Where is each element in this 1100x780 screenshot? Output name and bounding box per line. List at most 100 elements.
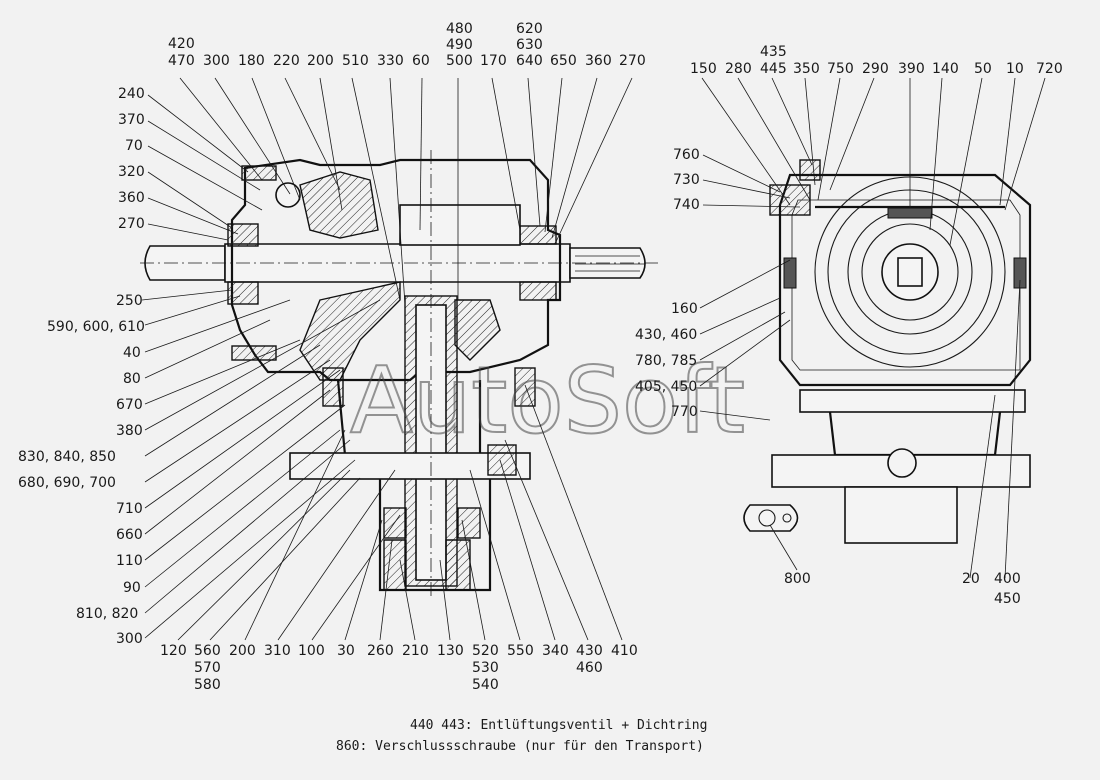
label-480: 480	[446, 21, 473, 37]
label-300: 300	[203, 53, 230, 69]
label-160: 160	[671, 301, 698, 317]
bolt-top-left	[241, 165, 277, 181]
label-460: 460	[576, 660, 603, 676]
left-bearing-lower	[227, 281, 259, 305]
left-top-labels: 420 470 300 180 220 200 510 330 60 480 4…	[168, 21, 646, 69]
label-620: 620	[516, 21, 543, 37]
label-70: 70	[125, 138, 143, 154]
label-370: 370	[118, 112, 145, 128]
label-640: 640	[516, 53, 543, 69]
label-510: 510	[342, 53, 369, 69]
right-end-view	[743, 159, 1032, 544]
gearbox-housing	[230, 158, 562, 382]
label-740: 740	[673, 197, 700, 213]
label-220: 220	[273, 53, 300, 69]
label-240: 240	[118, 86, 145, 102]
watermark: AutoSoft	[350, 347, 745, 454]
label-430-460: 430, 460	[635, 327, 697, 343]
label-30: 30	[337, 643, 355, 659]
label-450: 450	[994, 591, 1021, 607]
output-hub	[378, 479, 492, 592]
label-560: 560	[194, 643, 221, 659]
label-400: 400	[994, 571, 1021, 587]
label-490: 490	[446, 37, 473, 53]
top-cap-bolt	[799, 159, 821, 181]
label-270: 270	[619, 53, 646, 69]
label-280: 280	[725, 61, 752, 77]
left-bearing-upper	[227, 223, 259, 247]
lower-bearing-right	[457, 507, 481, 539]
label-500: 500	[446, 53, 473, 69]
label-590-600-610: 590, 600, 610	[47, 319, 145, 335]
label-320: 320	[118, 164, 145, 180]
label-670: 670	[116, 397, 143, 413]
lower-body	[828, 411, 1002, 457]
label-260: 260	[367, 643, 394, 659]
label-40: 40	[123, 345, 141, 361]
label-270-left: 270	[118, 216, 145, 232]
flange-plug	[887, 448, 917, 478]
label-60: 60	[412, 53, 430, 69]
label-360-left: 360	[118, 190, 145, 206]
label-445: 445	[760, 61, 787, 77]
label-310: 310	[264, 643, 291, 659]
label-570: 570	[194, 660, 221, 676]
input-shaft-left-end	[144, 245, 226, 281]
label-10: 10	[1006, 61, 1024, 77]
side-bolt-right	[514, 367, 536, 407]
label-530: 530	[472, 660, 499, 676]
left-section-view	[140, 150, 660, 600]
label-770: 770	[671, 404, 698, 420]
label-750: 750	[827, 61, 854, 77]
label-660: 660	[116, 527, 143, 543]
label-90: 90	[123, 580, 141, 596]
label-130: 130	[437, 643, 464, 659]
note-vent-valve: 440 443: Entlüftungsventil + Dichtring	[410, 718, 707, 733]
left-leader-lines	[141, 77, 633, 641]
side-bolt-left	[322, 367, 344, 407]
label-250: 250	[116, 293, 143, 309]
side-pin-left	[783, 257, 797, 289]
top-key	[887, 207, 933, 219]
label-330: 330	[377, 53, 404, 69]
label-520: 520	[472, 643, 499, 659]
label-780-785: 780, 785	[635, 353, 697, 369]
label-470: 470	[168, 53, 195, 69]
label-720: 720	[1036, 61, 1063, 77]
right-side-labels: 760 730 740 160 430, 460 780, 785 405, 4…	[635, 147, 700, 420]
label-710: 710	[116, 501, 143, 517]
label-730: 730	[673, 172, 700, 188]
label-380: 380	[116, 423, 143, 439]
label-810-820: 810, 820	[76, 606, 138, 622]
label-300-left: 300	[116, 631, 143, 647]
drain-plug	[487, 444, 517, 476]
label-140: 140	[932, 61, 959, 77]
label-50: 50	[974, 61, 992, 77]
label-420: 420	[168, 36, 195, 52]
label-390: 390	[898, 61, 925, 77]
left-side-labels: 240 370 70 320 360 270 250 590, 600, 610…	[18, 86, 145, 647]
mounting-bracket	[743, 504, 799, 532]
label-680-690-700: 680, 690, 700	[18, 475, 116, 491]
bottom-plate	[799, 389, 1026, 413]
output-hub-end	[844, 486, 958, 544]
right-top-labels: 435 445 150 280 350 750 290 390 140 50 1…	[690, 44, 1063, 77]
label-80: 80	[123, 371, 141, 387]
label-540: 540	[472, 677, 499, 693]
side-pin-right	[1013, 257, 1027, 289]
label-430: 430	[576, 643, 603, 659]
left-bottom-labels: 120 560 570 580 200 310 100 30 260 210 1…	[160, 643, 638, 693]
label-830-840-850: 830, 840, 850	[18, 449, 116, 465]
label-120: 120	[160, 643, 187, 659]
right-leader-lines	[699, 77, 1046, 579]
label-550: 550	[507, 643, 534, 659]
hub-wall-right	[445, 539, 471, 591]
label-405-450: 405, 450	[635, 379, 697, 395]
label-360: 360	[585, 53, 612, 69]
label-410: 410	[611, 643, 638, 659]
label-110: 110	[116, 553, 143, 569]
label-200-bottom: 200	[229, 643, 256, 659]
label-630: 630	[516, 37, 543, 53]
